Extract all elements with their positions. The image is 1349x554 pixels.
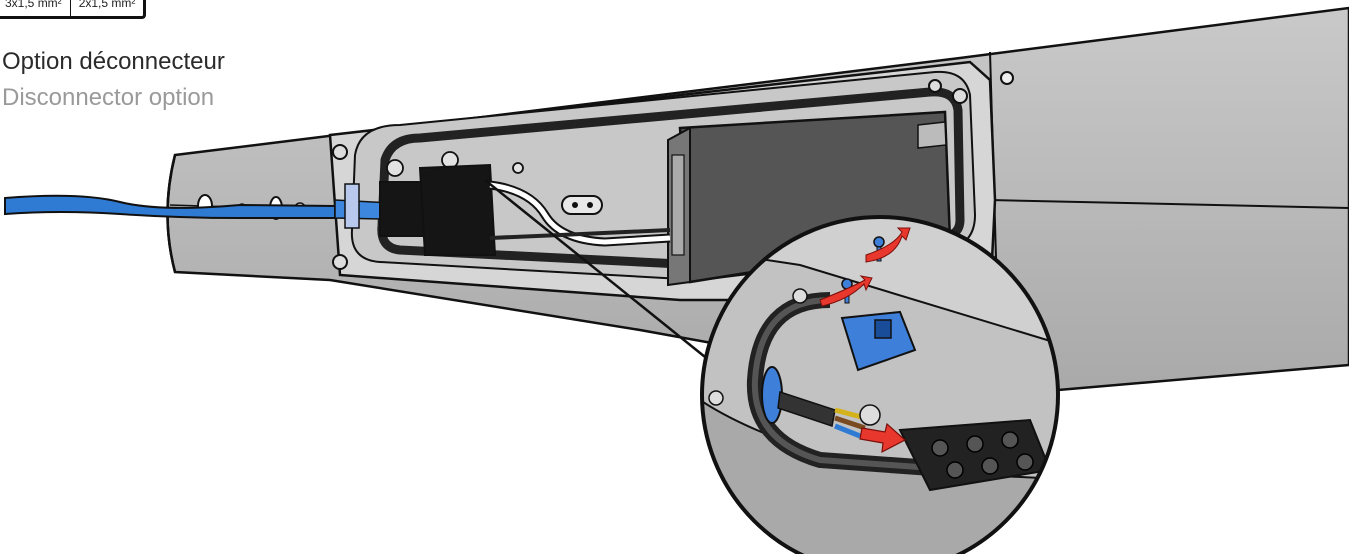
screw-icon [332, 144, 348, 160]
detail-leader-line [484, 179, 716, 366]
wire-dark [489, 228, 671, 240]
screw-icon [1000, 71, 1014, 85]
title-english: Disconnector option [2, 84, 215, 111]
title-french: Option déconnecteur [2, 48, 225, 75]
screw-icon [332, 254, 348, 270]
cable-clamp [840, 310, 917, 372]
cable-spec-label: 3x1,5 mm² 2x1,5 mm² [0, 0, 147, 19]
screw-icon [952, 88, 968, 104]
cable-gland [344, 183, 360, 229]
rotate-arrow-icon [865, 227, 911, 263]
cable-spec-right: 2x1,5 mm² [69, 0, 144, 16]
screw-icon [928, 79, 942, 93]
disconnector-block [379, 163, 497, 256]
rotate-arrow-icon [819, 275, 873, 307]
cable-spec-left: 3x1,5 mm² [5, 0, 62, 10]
detail-zoom [700, 215, 1060, 554]
push-arrow-icon [859, 422, 907, 454]
